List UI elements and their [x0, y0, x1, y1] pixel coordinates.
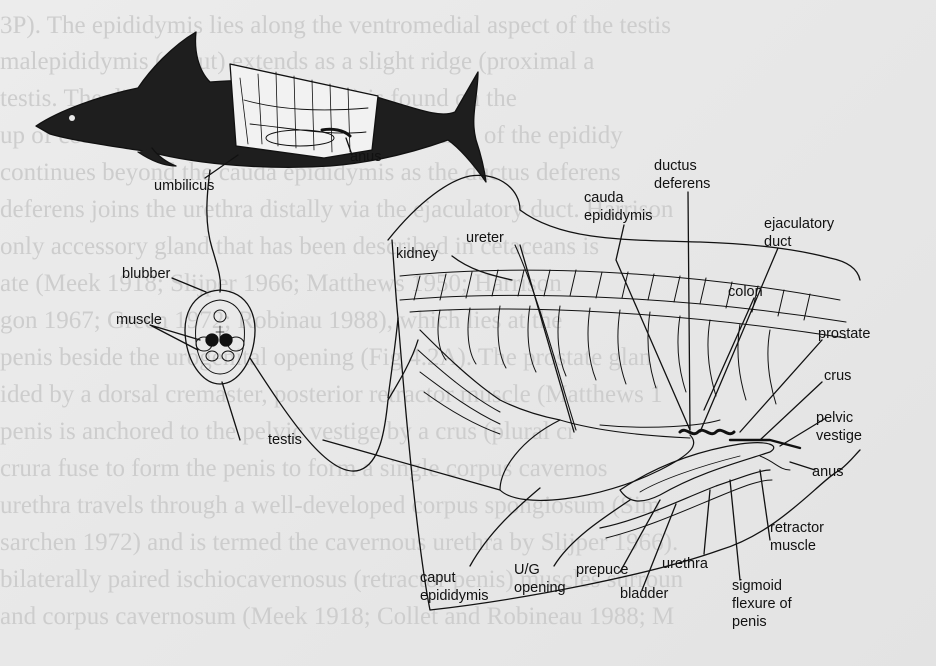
label-caput-2: epididymis — [420, 588, 489, 605]
label-cauda: cauda — [584, 190, 624, 207]
label-umbilicus: umbilicus — [154, 178, 214, 195]
muscle-blocks — [400, 270, 846, 404]
label-sigmoid: sigmoid — [732, 578, 782, 595]
label-pelvic: pelvic — [816, 410, 853, 427]
label-anus-top: anus — [350, 149, 381, 166]
label-ductus-2: deferens — [654, 176, 710, 193]
label-kidney: kidney — [396, 246, 438, 263]
label-ug: U/G — [514, 562, 540, 579]
label-anus-bottom: anus — [812, 464, 843, 481]
label-crus: crus — [824, 368, 851, 385]
label-sigmoid-2: flexure of — [732, 596, 792, 613]
label-caput: caput — [420, 570, 455, 587]
label-sigmoid-3: penis — [732, 614, 767, 631]
label-ejaculatory: ejaculatory — [764, 216, 834, 233]
label-pelvic-2: vestige — [816, 428, 862, 445]
label-retractor: retractor — [770, 520, 824, 537]
testis-right — [220, 334, 232, 346]
label-muscle: muscle — [116, 312, 162, 329]
label-colon: colon — [728, 284, 763, 301]
label-prepuce: prepuce — [576, 562, 628, 579]
label-bladder: bladder — [620, 586, 668, 603]
dolphin-silhouette-icon — [36, 32, 486, 182]
label-cauda-2: epididymis — [584, 208, 653, 225]
label-testis: testis — [268, 432, 302, 449]
label-blubber: blubber — [122, 266, 170, 283]
label-retractor-2: muscle — [770, 538, 816, 555]
label-prostate: prostate — [818, 326, 870, 343]
label-urethra: urethra — [662, 556, 708, 573]
label-ejaculatory-2: duct — [764, 234, 791, 251]
testis-left — [206, 334, 218, 346]
label-ug-2: opening — [514, 580, 566, 597]
label-ureter: ureter — [466, 230, 504, 247]
dolphin-cutaway-window — [230, 64, 378, 158]
cross-section-icon — [185, 290, 255, 384]
label-ductus: ductus — [654, 158, 697, 175]
